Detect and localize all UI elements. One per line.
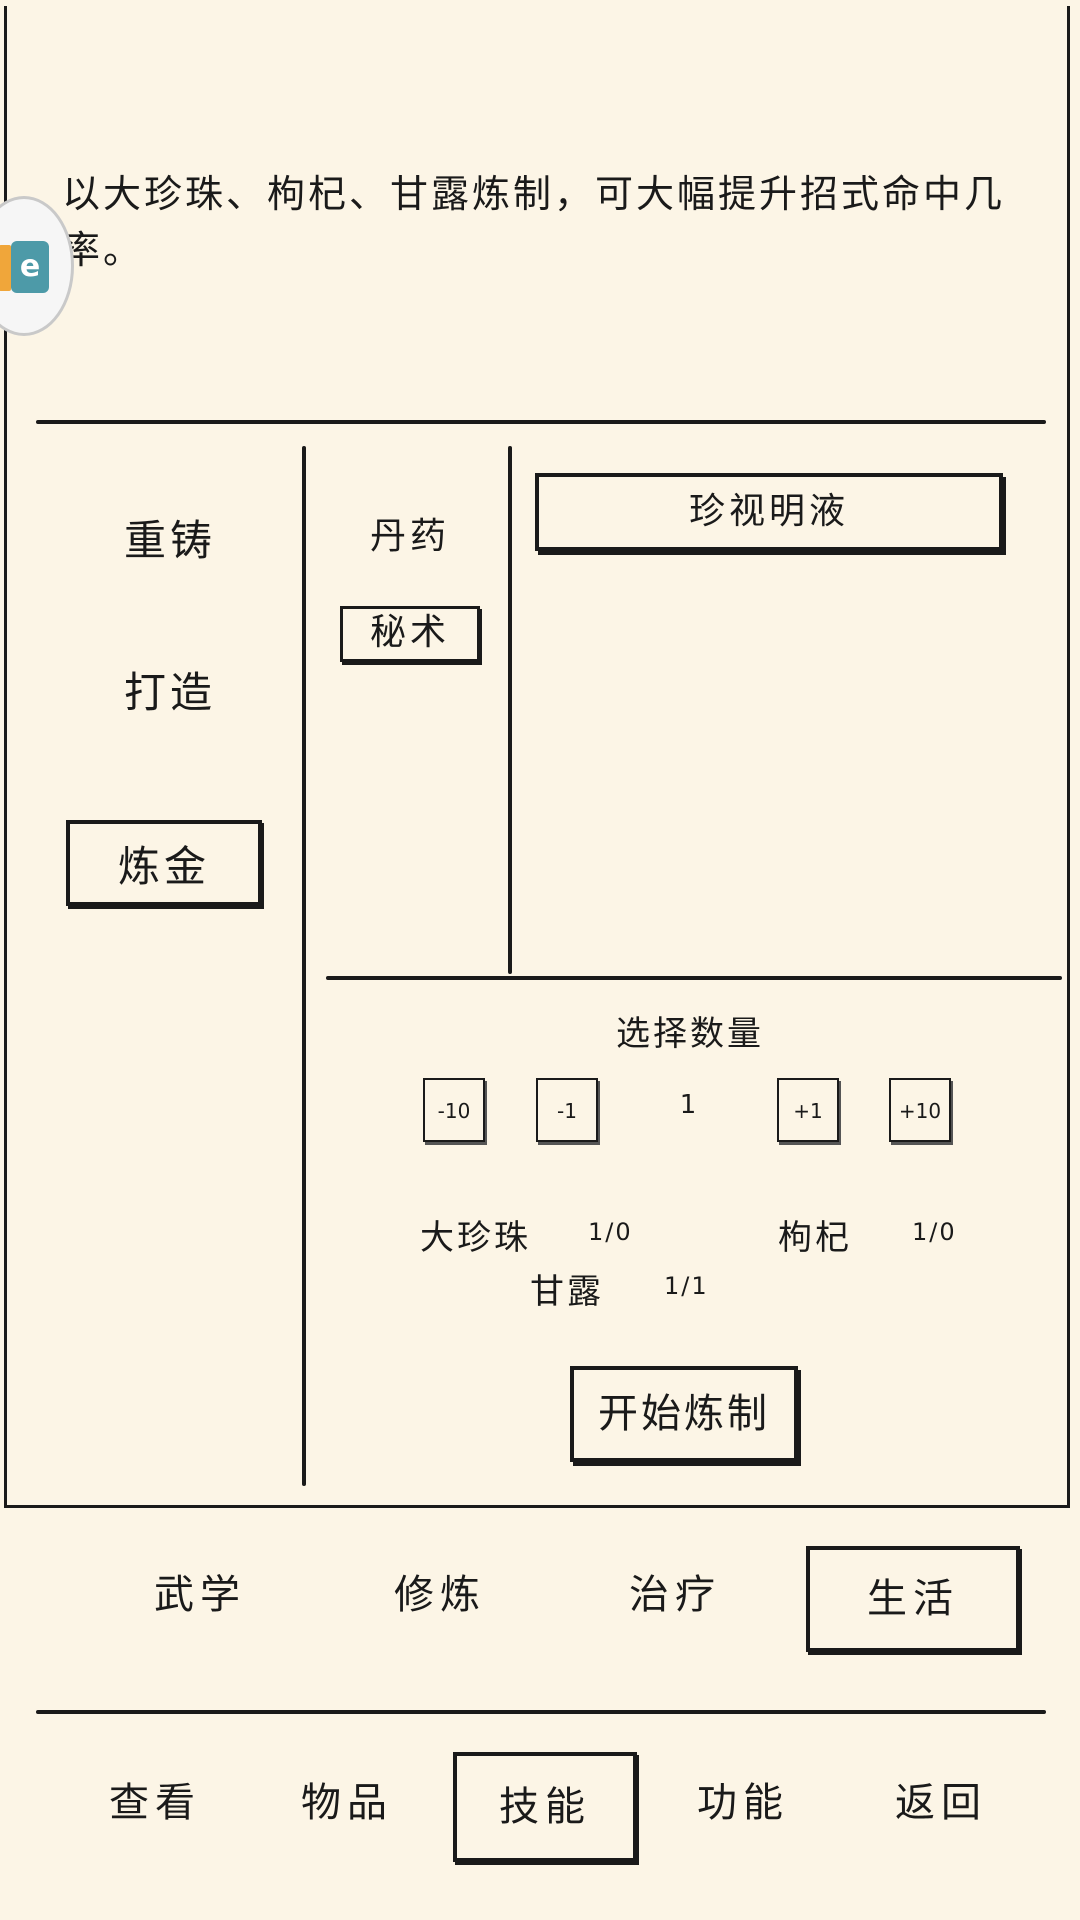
submenu-item-secret-art[interactable]: 秘术 xyxy=(340,606,480,662)
material-name: 甘露 xyxy=(530,1272,604,1312)
material-count: 1/0 xyxy=(912,1218,957,1246)
material-name: 大珍珠 xyxy=(420,1218,531,1258)
divider-bottom-nav xyxy=(36,1710,1046,1714)
quantity-plus-1-button[interactable]: +1 xyxy=(777,1078,839,1142)
app-e-icon: e xyxy=(11,241,49,293)
nav-view[interactable]: 查看 xyxy=(109,1780,201,1826)
menu-item-forge[interactable]: 打造 xyxy=(123,668,216,717)
item-description: 以大珍珠、枸杞、甘露炼制，可大幅提升招式命中几率。 xyxy=(62,172,1006,272)
badge-accent-bar xyxy=(0,245,11,291)
nav-functions[interactable]: 功能 xyxy=(697,1780,789,1826)
quantity-title: 选择数量 xyxy=(616,1014,764,1054)
tab-healing[interactable]: 治疗 xyxy=(629,1572,721,1618)
menu-item-recast[interactable]: 重铸 xyxy=(123,516,216,565)
divider-sub-column xyxy=(508,446,512,974)
divider-left-column xyxy=(302,446,306,1486)
nav-skills[interactable]: 技能 xyxy=(453,1752,637,1862)
material-name: 枸杞 xyxy=(778,1218,852,1258)
quantity-value: 1 xyxy=(679,1090,697,1120)
divider-recipe-area xyxy=(326,976,1062,980)
start-refining-button[interactable]: 开始炼制 xyxy=(570,1366,798,1462)
recipe-item-button[interactable]: 珍视明液 xyxy=(535,473,1003,551)
material-count: 1/1 xyxy=(664,1272,709,1300)
quantity-plus-10-button[interactable]: +10 xyxy=(889,1078,951,1142)
menu-item-alchemy[interactable]: 炼金 xyxy=(66,820,262,906)
material-count: 1/0 xyxy=(588,1218,633,1246)
nav-items[interactable]: 物品 xyxy=(301,1780,393,1826)
divider-description xyxy=(36,420,1046,424)
submenu-item-pill[interactable]: 丹药 xyxy=(369,516,450,557)
quantity-minus-10-button[interactable]: -10 xyxy=(423,1078,485,1142)
tab-life[interactable]: 生活 xyxy=(806,1546,1020,1652)
nav-back[interactable]: 返回 xyxy=(895,1780,987,1826)
tab-martial-arts[interactable]: 武学 xyxy=(154,1572,246,1618)
main-panel xyxy=(4,6,1070,1508)
quantity-minus-1-button[interactable]: -1 xyxy=(536,1078,598,1142)
tab-cultivation[interactable]: 修炼 xyxy=(394,1572,486,1618)
